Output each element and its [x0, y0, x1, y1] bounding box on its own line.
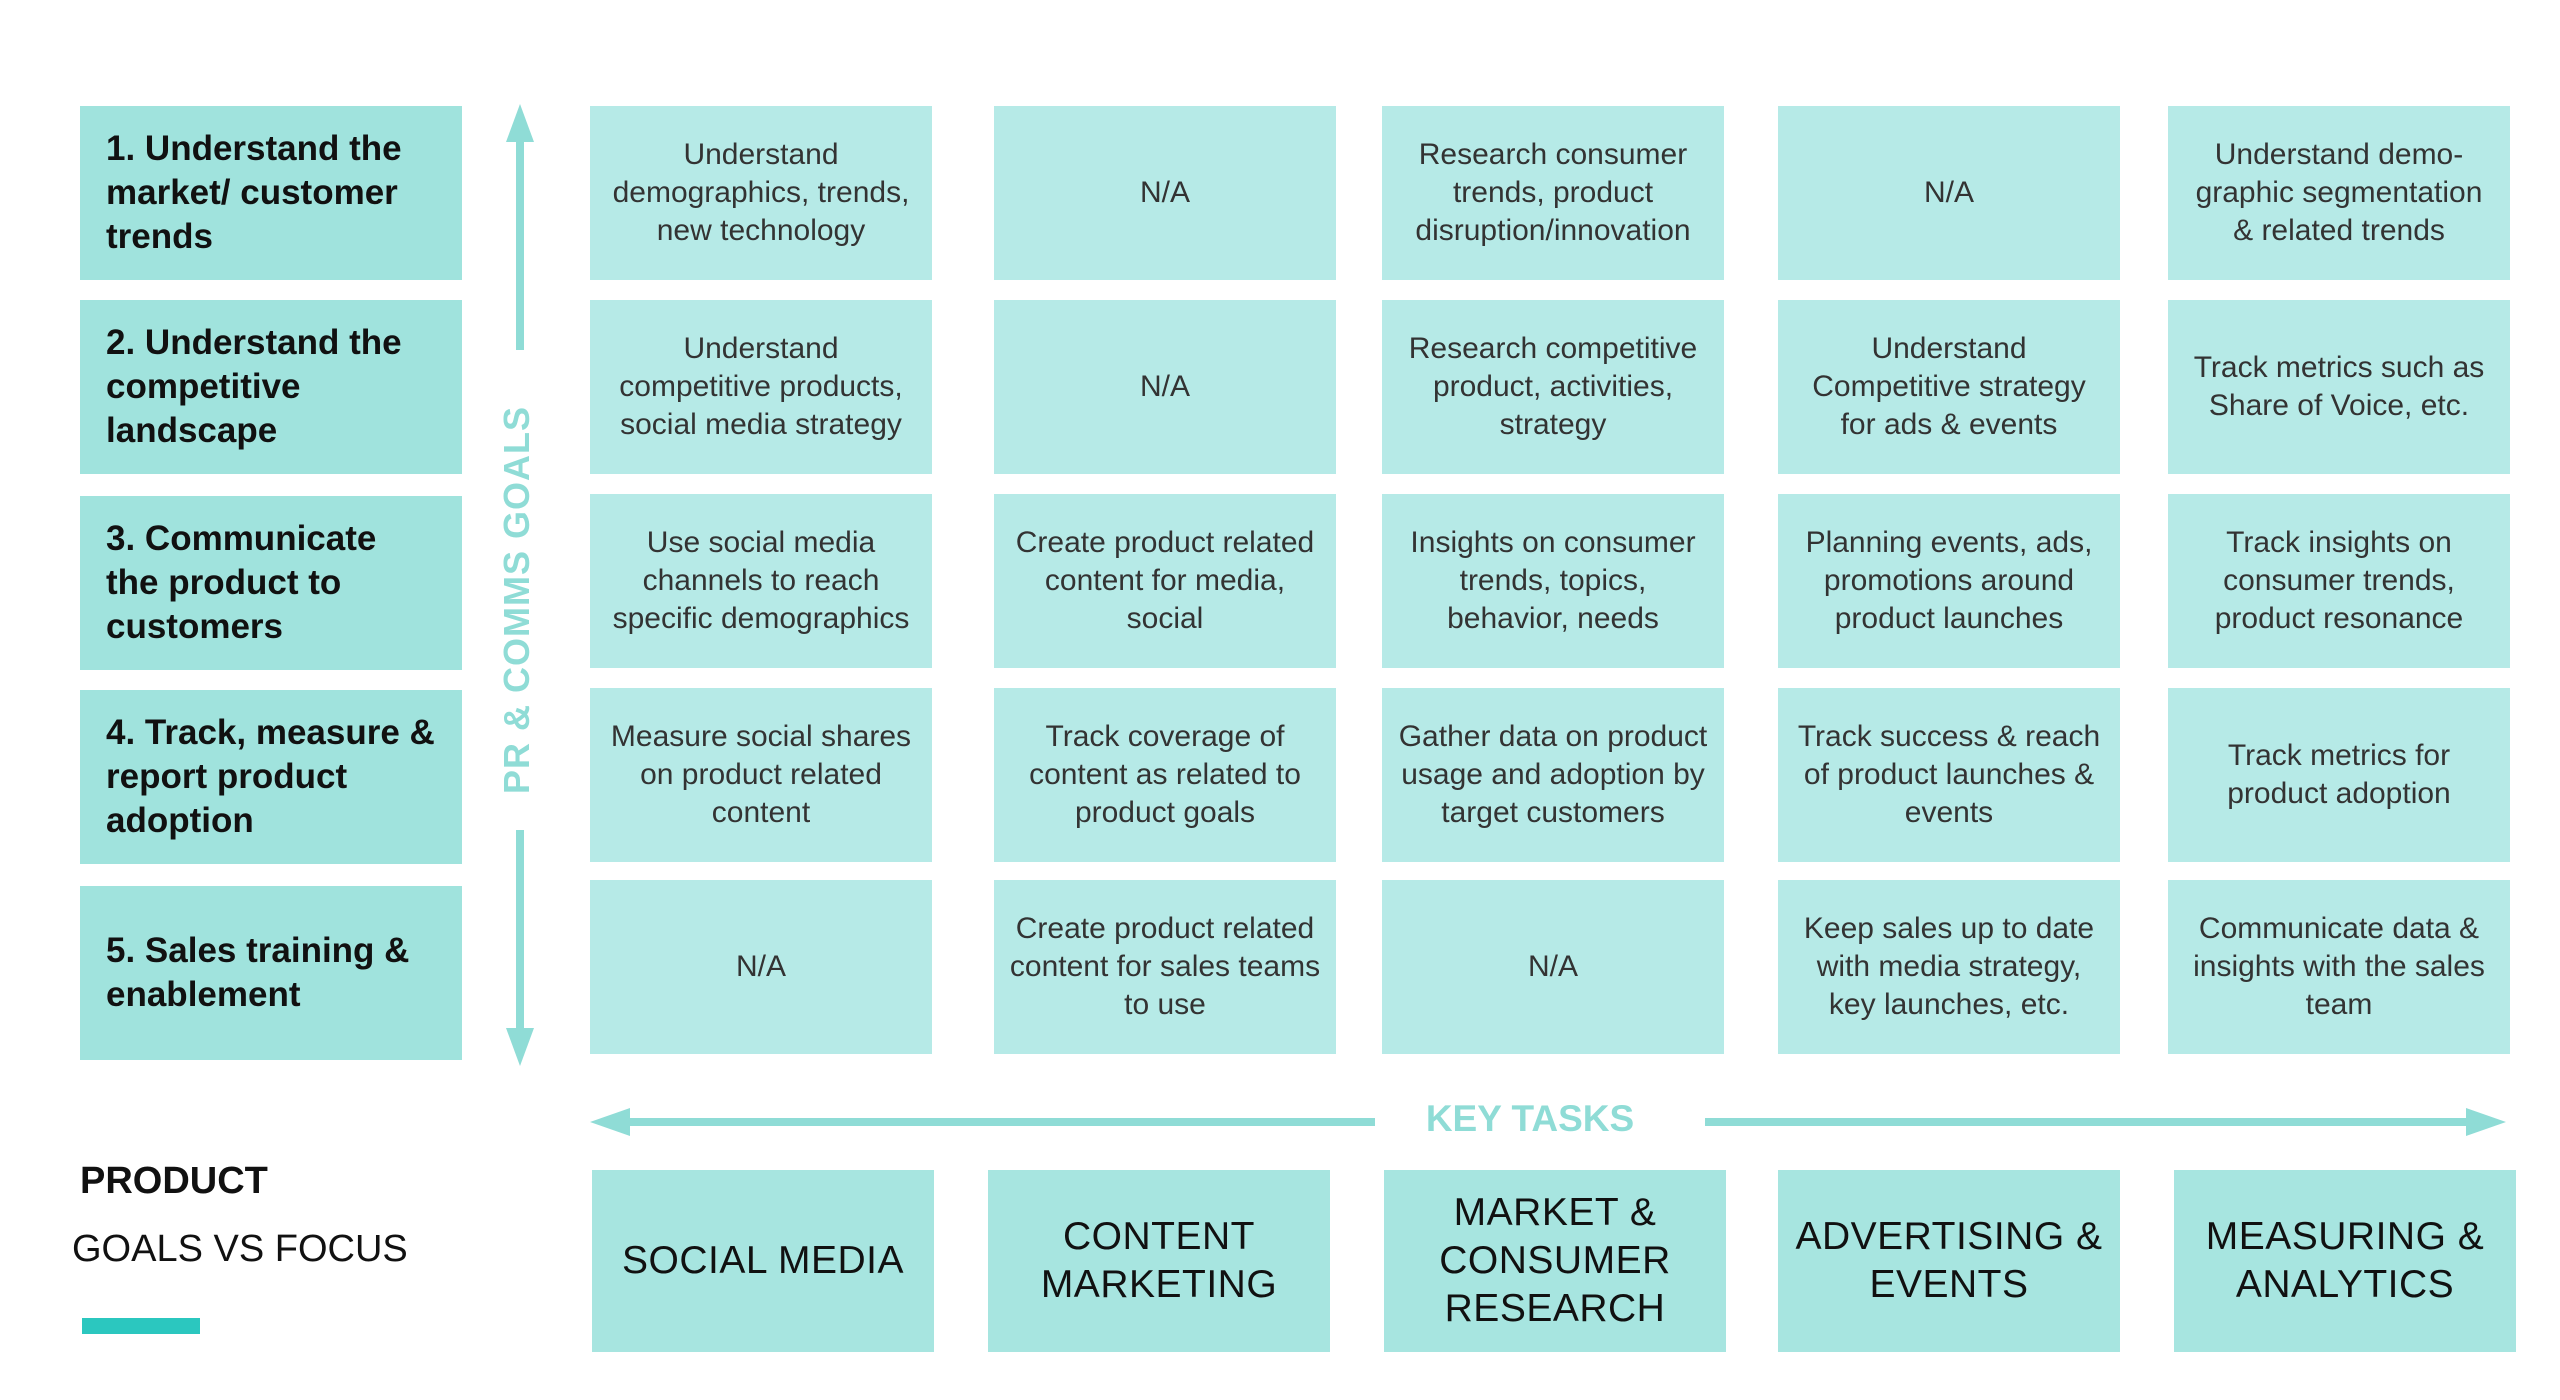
- goal-1: 1. Understand the market/ customer trend…: [80, 106, 462, 280]
- grid-cell-r3-c1: Use social media channels to reach speci…: [590, 494, 932, 668]
- title-accent-bar: [82, 1318, 200, 1334]
- title-line-1: PRODUCT: [80, 1160, 268, 1202]
- grid-cell-r1-c4: N/A: [1778, 106, 2120, 280]
- grid-cell-r1-c2: N/A: [994, 106, 1336, 280]
- grid-cell-r3-c2: Create product related content for media…: [994, 494, 1336, 668]
- vertical-axis-label-text: PR & COMMS GOALS: [496, 405, 537, 795]
- goal-2: 2. Understand the competitive landscape: [80, 300, 462, 474]
- grid-cell-r2-c4: Understand Competitive strategy for ads …: [1778, 300, 2120, 474]
- horizontal-arrow: [590, 1108, 2506, 1136]
- category-social-media: SOCIAL MEDIA: [592, 1170, 934, 1352]
- grid-cell-r4-c3: Gather data on product usage and adoptio…: [1382, 688, 1724, 862]
- grid-cell-r2-c2: N/A: [994, 300, 1336, 474]
- grid-cell-r1-c1: Understand demographics, trends, new tec…: [590, 106, 932, 280]
- grid-cell-r3-c5: Track insights on consumer trends, produ…: [2168, 494, 2510, 668]
- category-market-consumer-research: MARKET & CONSUMER RESEARCH: [1384, 1170, 1726, 1352]
- grid-cell-r3-c3: Insights on consumer trends, topics, beh…: [1382, 494, 1724, 668]
- goal-4: 4. Track, measure & report product adopt…: [80, 690, 462, 864]
- grid-cell-r5-c5: Communicate data & insights with the sal…: [2168, 880, 2510, 1054]
- vertical-arrow: [506, 104, 534, 1066]
- category-measuring-analytics: MEASURING & ANALYTICS: [2174, 1170, 2516, 1352]
- grid-cell-r2-c1: Understand competitive products, social …: [590, 300, 932, 474]
- grid-cell-r3-c4: Planning events, ads, promotions around …: [1778, 494, 2120, 668]
- grid-cell-r4-c4: Track success & reach of product launche…: [1778, 688, 2120, 862]
- grid-cell-r2-c5: Track metrics such as Share of Voice, et…: [2168, 300, 2510, 474]
- grid-cell-r4-c5: Track metrics for product adoption: [2168, 688, 2510, 862]
- goal-3: 3. Communicate the product to customers: [80, 496, 462, 670]
- category-content-marketing: CONTENT MARKETING: [988, 1170, 1330, 1352]
- grid-cell-r2-c3: Research competitive product, activities…: [1382, 300, 1724, 474]
- grid-cell-r1-c3: Research consumer trends, product disrup…: [1382, 106, 1724, 280]
- category-advertising-events: ADVERTISING & EVENTS: [1778, 1170, 2120, 1352]
- grid-cell-r5-c2: Create product related content for sales…: [994, 880, 1336, 1054]
- grid-cell-r1-c5: Understand demo-graphic segmentation & r…: [2168, 106, 2510, 280]
- grid-cell-r4-c1: Measure social shares on product related…: [590, 688, 932, 862]
- grid-cell-r5-c1: N/A: [590, 880, 932, 1054]
- goal-5: 5. Sales training & enablement: [80, 886, 462, 1060]
- grid-cell-r5-c3: N/A: [1382, 880, 1724, 1054]
- horizontal-axis-label: KEY TASKS: [1425, 1098, 1635, 1139]
- title-line-2: GOALS VS FOCUS: [72, 1228, 408, 1270]
- grid-cell-r5-c4: Keep sales up to date with media strateg…: [1778, 880, 2120, 1054]
- grid-cell-r4-c2: Track coverage of content as related to …: [994, 688, 1336, 862]
